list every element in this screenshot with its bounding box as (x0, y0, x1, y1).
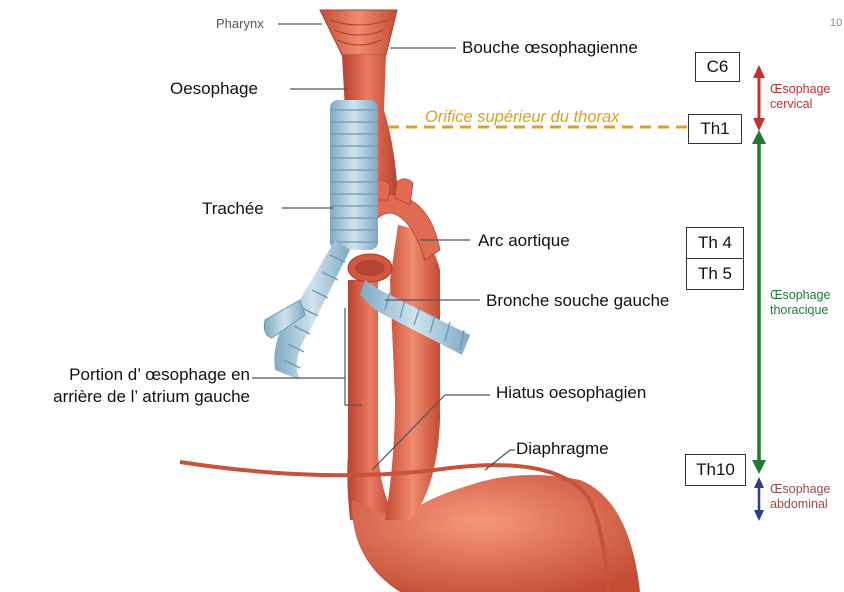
region-abdominal-line1: Œsophage (770, 482, 830, 497)
label-arc-aortique: Arc aortique (478, 232, 570, 249)
label-diaphragme: Diaphragme (516, 440, 609, 457)
thoracic-arrow (752, 130, 766, 474)
vertebra-th5: Th 5 (686, 258, 744, 290)
vertebra-c6: C6 (695, 52, 740, 82)
vertebra-th1: Th1 (688, 114, 742, 144)
region-thoracic-line2: thoracique (770, 303, 830, 318)
region-thoracic-line1: Œsophage (770, 288, 830, 303)
label-portion-line1: Portion d’ œsophage en (30, 364, 250, 386)
aorta-shape (385, 225, 440, 520)
cervical-arrow (753, 65, 765, 131)
vertebra-th4: Th 4 (686, 227, 744, 259)
page-number: 10 (830, 17, 842, 29)
pharynx-shape (320, 10, 397, 55)
label-hiatus: Hiatus oesophagien (496, 384, 646, 401)
region-cervical: Œsophage cervical (770, 82, 830, 112)
abdominal-arrow (754, 477, 764, 521)
vertebra-th10: Th10 (685, 454, 746, 486)
label-bouche-oesophagienne: Bouche œsophagienne (462, 39, 638, 56)
label-portion-line2: arrière de l’ atrium gauche (30, 386, 250, 408)
region-thoracic: Œsophage thoracique (770, 288, 830, 318)
label-trachee: Trachée (202, 200, 264, 217)
region-cervical-line2: cervical (770, 97, 830, 112)
label-pharynx: Pharynx (216, 17, 264, 30)
label-orifice-thorax: Orifice supérieur du thorax (425, 108, 619, 127)
region-cervical-line1: Œsophage (770, 82, 830, 97)
label-portion-oesophage: Portion d’ œsophage en arrière de l’ atr… (30, 364, 250, 408)
label-oesophage: Oesophage (170, 80, 258, 97)
region-abdominal-line2: abdominal (770, 497, 830, 512)
label-bronche-souche-gauche: Bronche souche gauche (486, 292, 669, 309)
region-abdominal: Œsophage abdominal (770, 482, 830, 512)
